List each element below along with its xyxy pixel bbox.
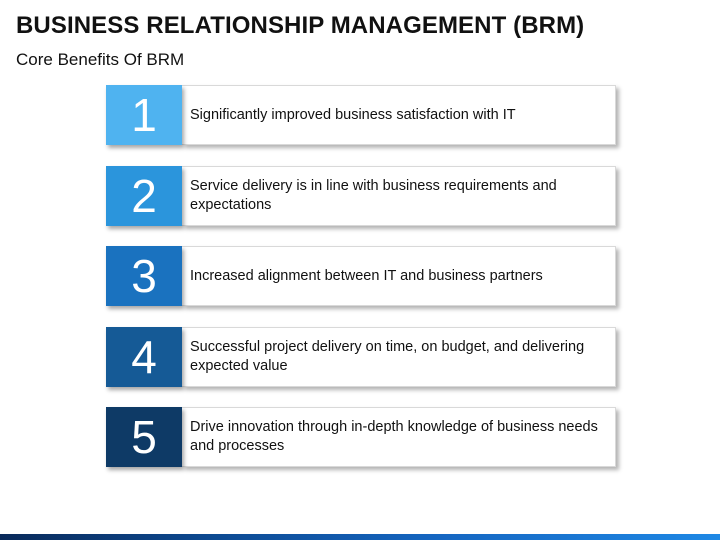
benefit-item-1: 1 Significantly improved business satisf…: [106, 85, 616, 145]
benefit-number-badge: 1: [106, 85, 182, 145]
benefit-number-badge: 4: [106, 326, 182, 387]
benefit-text: Successful project delivery on time, on …: [182, 326, 616, 387]
benefit-item-2: 2 Service delivery is in line with busin…: [106, 165, 616, 226]
page-subtitle: Core Benefits Of BRM: [16, 50, 185, 69]
page-title: BUSINESS RELATIONSHIP MANAGEMENT (BRM): [16, 12, 585, 39]
benefit-item-5: 5 Drive innovation through in-depth know…: [106, 407, 616, 467]
benefits-list: 1 Significantly improved business satisf…: [106, 85, 616, 488]
benefit-number-badge: 5: [106, 407, 182, 467]
benefit-item-3: 3 Increased alignment between IT and bus…: [106, 246, 616, 306]
benefit-text: Significantly improved business satisfac…: [182, 85, 616, 145]
benefit-text: Drive innovation through in-depth knowle…: [182, 407, 616, 467]
benefit-number-badge: 3: [106, 246, 182, 306]
benefit-item-4: 4 Successful project delivery on time, o…: [106, 326, 616, 387]
benefit-text: Service delivery is in line with busines…: [182, 165, 616, 226]
benefit-number-badge: 2: [106, 165, 182, 226]
bottom-accent-bar: [0, 534, 720, 540]
benefit-text: Increased alignment between IT and busin…: [182, 246, 616, 306]
